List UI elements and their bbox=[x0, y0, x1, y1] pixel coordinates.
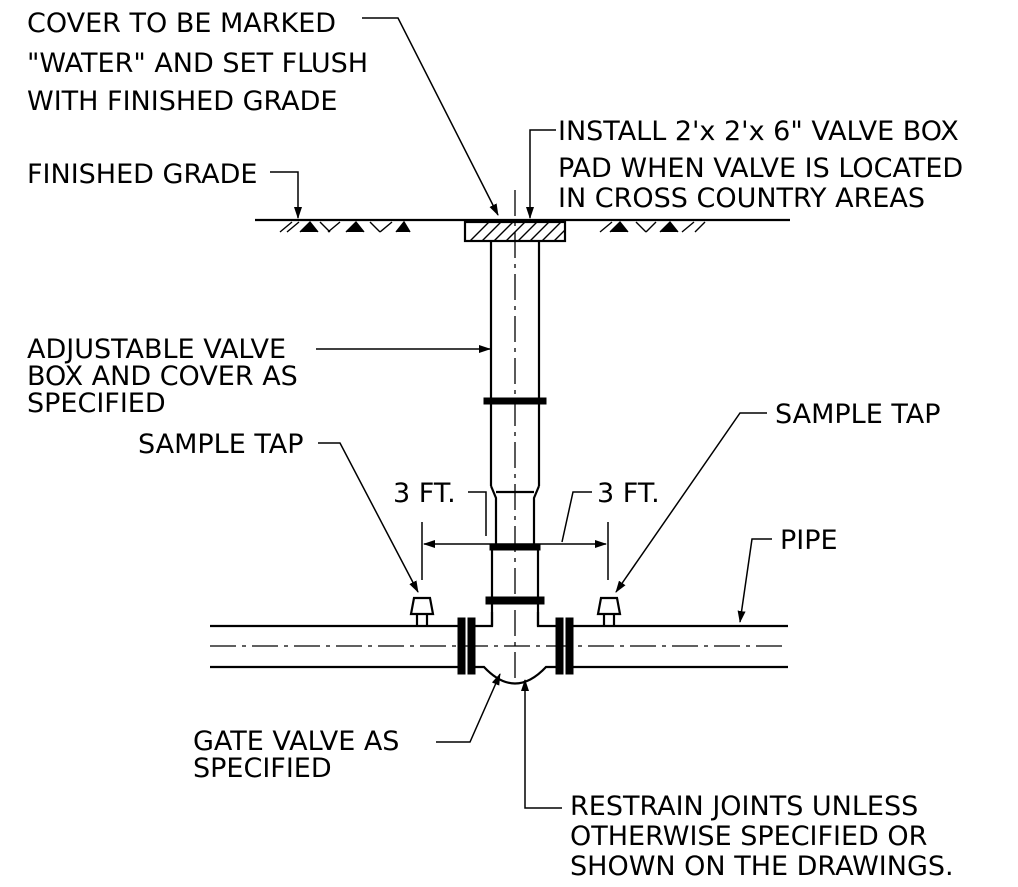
pipe-leader bbox=[737, 538, 772, 623]
gate-valve-note: GATE VALVE AS SPECIFIED bbox=[193, 726, 399, 784]
finished-grade-leader bbox=[270, 171, 302, 219]
cover-note-line-1: COVER TO BE MARKED bbox=[27, 8, 336, 39]
cover-note-line-2: "WATER" AND SET FLUSH bbox=[27, 48, 368, 79]
cover-note: COVER TO BE MARKED "WATER" AND SET FLUSH… bbox=[27, 8, 368, 117]
finished-grade-label: FINISHED GRADE bbox=[27, 159, 257, 190]
flange-left bbox=[457, 617, 476, 675]
valve-box-line-1: ADJUSTABLE VALVE bbox=[27, 334, 286, 365]
flange-right bbox=[555, 617, 574, 675]
restrain-joints-leader bbox=[521, 679, 562, 809]
pipe-label: PIPE bbox=[780, 525, 838, 556]
valve-box-line-3: SPECIFIED bbox=[27, 388, 166, 419]
sample-tap-left-leader bbox=[318, 442, 419, 593]
cover-leader bbox=[362, 17, 499, 216]
sample-tap-left bbox=[409, 596, 435, 626]
dimension-right-leader bbox=[561, 491, 592, 543]
gate-valve-leader bbox=[436, 673, 501, 743]
install-pad-leader bbox=[526, 129, 556, 219]
pipe bbox=[210, 624, 788, 669]
sample-tap-left-label: SAMPLE TAP bbox=[138, 429, 304, 460]
install-pad-line-3: IN CROSS COUNTRY AREAS bbox=[558, 183, 925, 214]
restrain-line-3: SHOWN ON THE DRAWINGS. bbox=[570, 851, 954, 882]
sample-tap-right bbox=[596, 596, 622, 626]
dimension-right-label: 3 FT. bbox=[597, 478, 660, 509]
install-pad-line-1: INSTALL 2'x 2'x 6" VALVE BOX bbox=[558, 116, 959, 147]
ground-hatch-left bbox=[279, 220, 411, 233]
ground-hatch-right bbox=[599, 220, 706, 233]
valve-box-line-2: BOX AND COVER AS bbox=[27, 361, 298, 392]
sample-tap-right-label: SAMPLE TAP bbox=[775, 399, 941, 430]
cover-note-line-3: WITH FINISHED GRADE bbox=[27, 86, 337, 117]
dimension-left-label: 3 FT. bbox=[393, 478, 456, 509]
restrain-line-2: OTHERWISE SPECIFIED OR bbox=[570, 821, 927, 852]
gate-valve-line-1: GATE VALVE AS bbox=[193, 726, 399, 757]
install-pad-line-2: PAD WHEN VALVE IS LOCATED bbox=[558, 153, 963, 184]
valve-box-note: ADJUSTABLE VALVE BOX AND COVER AS SPECIF… bbox=[27, 334, 298, 419]
gate-valve-line-2: SPECIFIED bbox=[193, 753, 332, 784]
install-pad-note: INSTALL 2'x 2'x 6" VALVE BOX PAD WHEN VA… bbox=[558, 116, 963, 214]
gate-valve-body bbox=[475, 612, 556, 685]
restrain-joints-note: RESTRAIN JOINTS UNLESS OTHERWISE SPECIFI… bbox=[570, 791, 954, 882]
dimension-3ft bbox=[421, 522, 609, 580]
sample-tap-right-leader bbox=[615, 412, 767, 593]
restrain-line-1: RESTRAIN JOINTS UNLESS bbox=[570, 791, 918, 822]
dimension-left-leader bbox=[468, 491, 487, 536]
